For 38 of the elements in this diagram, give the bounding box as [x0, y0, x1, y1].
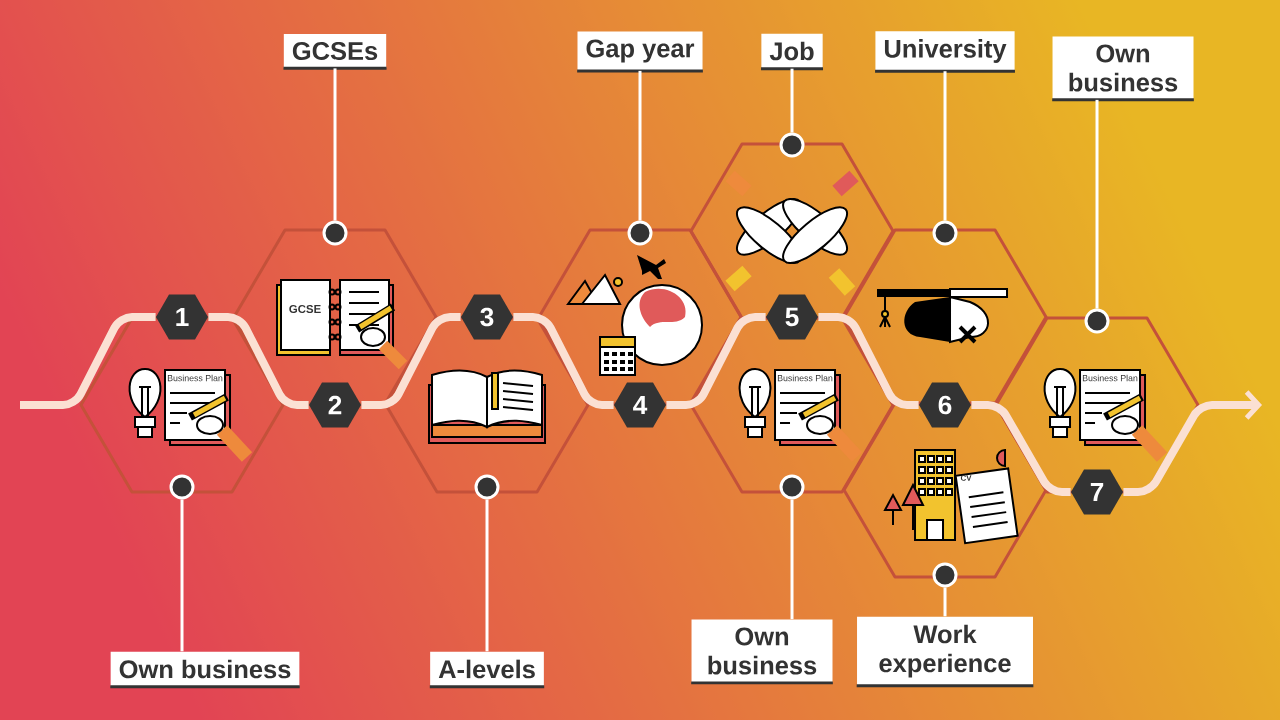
connector-dot [322, 220, 348, 246]
connector-dot [779, 132, 805, 158]
connector-dot [474, 474, 500, 500]
leader-line [333, 68, 337, 221]
label-box: GCSEs [283, 34, 387, 70]
label-box: Own business [1052, 36, 1194, 102]
connector-dot [169, 474, 195, 500]
step-number-badge: 4 [614, 382, 666, 428]
leader-line [485, 499, 489, 652]
document-heading: GCSE [289, 304, 321, 314]
document-heading: Business Plan [1082, 374, 1138, 382]
label-box: University [875, 31, 1015, 73]
connector-dot [1084, 308, 1110, 334]
label-box: Work experience [856, 616, 1034, 688]
leader-line [943, 71, 947, 221]
step-number-badge: 2 [309, 382, 361, 428]
label-box: Own business [691, 619, 833, 685]
label-box: Gap year [577, 31, 703, 73]
connector-dot [932, 562, 958, 588]
leader-line [1095, 99, 1099, 309]
leader-line [790, 68, 794, 133]
step-number-badge: 1 [156, 294, 208, 340]
label-box: Job [761, 33, 823, 71]
connector-dot [932, 220, 958, 246]
step-number-badge: 7 [1071, 469, 1123, 515]
connector-dot [779, 474, 805, 500]
leader-line [943, 587, 947, 617]
label-box: Own business [110, 651, 300, 689]
leader-line [790, 499, 794, 620]
document-heading: Business Plan [777, 374, 833, 382]
document-heading: Business Plan [167, 374, 223, 382]
leader-line [180, 499, 184, 652]
step-number-badge: 6 [919, 382, 971, 428]
leader-line [638, 70, 642, 221]
step-number-badge: 3 [461, 294, 513, 340]
step-number-badge: 5 [766, 294, 818, 340]
label-box: A-levels [429, 651, 545, 689]
connector-dot [627, 220, 653, 246]
